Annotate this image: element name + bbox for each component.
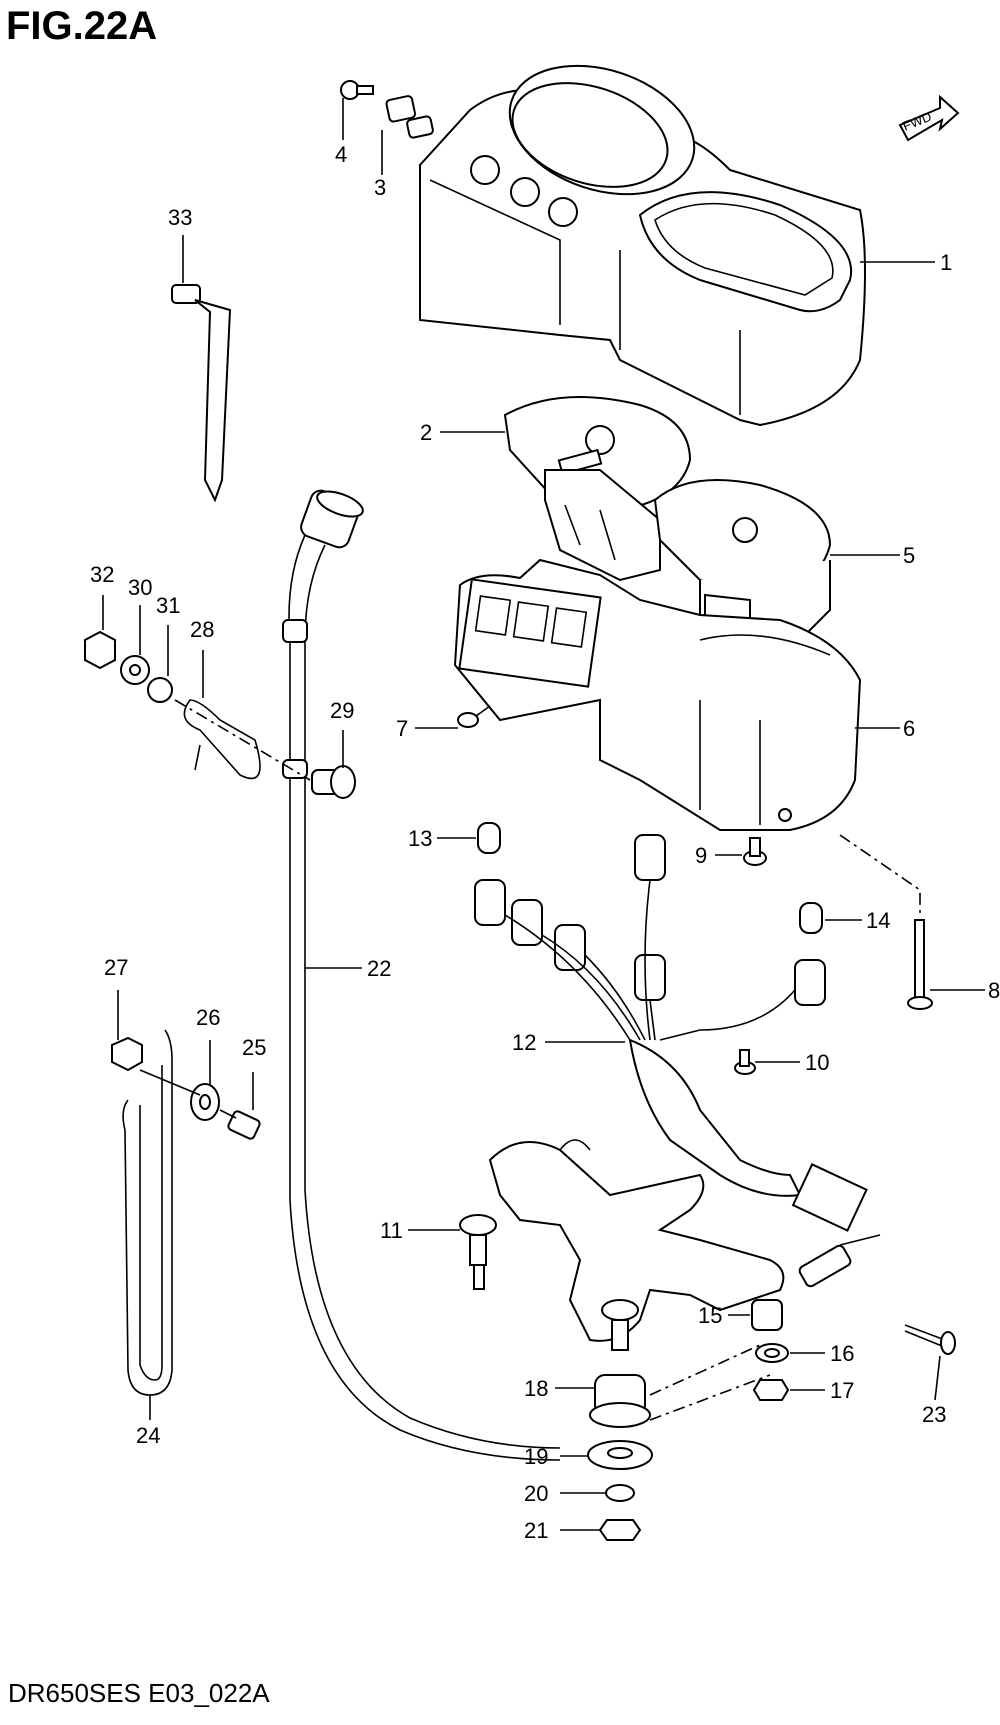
callout-5: 5	[903, 543, 915, 568]
washer-16-part	[755, 1343, 789, 1363]
callout-13: 13	[408, 826, 432, 851]
callout-26: 26	[196, 1005, 220, 1030]
bulb-14-part	[799, 902, 823, 934]
washer-30-part	[120, 655, 150, 685]
callout-19: 19	[524, 1444, 548, 1469]
callout-1: 1	[940, 250, 952, 275]
figure-title: FIG.22A	[6, 4, 158, 48]
callout-6: 6	[903, 716, 915, 741]
callout-27: 27	[104, 955, 128, 980]
callout-17: 17	[830, 1378, 854, 1403]
bulb-13-part	[477, 822, 501, 854]
cable-tie-33	[171, 284, 232, 503]
callout-10: 10	[805, 1050, 829, 1075]
figure-code: DR650SES E03_022A	[8, 1678, 270, 1708]
callout-22: 22	[367, 956, 391, 981]
drive-gear-part	[385, 95, 434, 139]
washer-19-part	[587, 1440, 653, 1470]
callout-25: 25	[242, 1035, 266, 1060]
sensor-part	[798, 1234, 881, 1288]
callout-24: 24	[136, 1423, 160, 1448]
speedometer-cable	[282, 489, 561, 1461]
washer-26-part	[190, 1083, 220, 1121]
callout-3: 3	[374, 175, 386, 200]
callout-18: 18	[524, 1376, 548, 1401]
meter-case-cover	[419, 64, 866, 427]
strap-24-part	[122, 1029, 173, 1396]
screw-23-part	[904, 1324, 956, 1355]
callout-12: 12	[512, 1030, 536, 1055]
meter-bracket	[459, 1139, 785, 1351]
bolt-25-part	[219, 1109, 261, 1140]
callout-8: 8	[988, 978, 1000, 1003]
callout-2: 2	[420, 420, 432, 445]
wiring-harness	[474, 834, 868, 1232]
nut-32-part	[84, 630, 116, 670]
callout-30: 30	[128, 575, 152, 600]
screw-10-part	[734, 1049, 756, 1075]
meter-case-lower	[453, 558, 862, 831]
nut-21-part	[598, 1519, 642, 1541]
nut-17-part	[752, 1379, 790, 1401]
callout-28: 28	[190, 617, 214, 642]
screw-4-part	[340, 80, 374, 100]
washer-20-part	[605, 1484, 635, 1502]
callout-15: 15	[698, 1303, 722, 1328]
callout-9: 9	[695, 843, 707, 868]
callout-4: 4	[335, 142, 347, 167]
callout-14: 14	[866, 908, 890, 933]
callout-11: 11	[380, 1218, 403, 1243]
callout-33: 33	[168, 205, 192, 230]
callout-29: 29	[330, 698, 354, 723]
nut-27-part	[111, 1036, 143, 1072]
callout-labels: 1 2 3 4 5 6 7 8 9 10 11 12 13	[90, 98, 1000, 1543]
washer-31-part	[147, 677, 173, 703]
callout-31: 31	[156, 593, 180, 618]
fwd-arrow-icon: FWD	[898, 94, 960, 142]
clip-28-part	[183, 699, 261, 780]
callout-23: 23	[922, 1402, 946, 1427]
screw-9-part	[743, 837, 767, 866]
bolt-8-part	[839, 834, 933, 1010]
callout-16: 16	[830, 1341, 854, 1366]
callout-32: 32	[90, 562, 114, 587]
callout-21: 21	[524, 1518, 548, 1543]
callout-7: 7	[396, 716, 408, 741]
speedometer-face	[503, 396, 692, 582]
screw-7-part	[457, 705, 491, 728]
callout-20: 20	[524, 1481, 548, 1506]
cushion-18-part	[589, 1374, 651, 1428]
grommet-15-part	[751, 1299, 783, 1331]
bolt-29-part	[311, 765, 356, 799]
